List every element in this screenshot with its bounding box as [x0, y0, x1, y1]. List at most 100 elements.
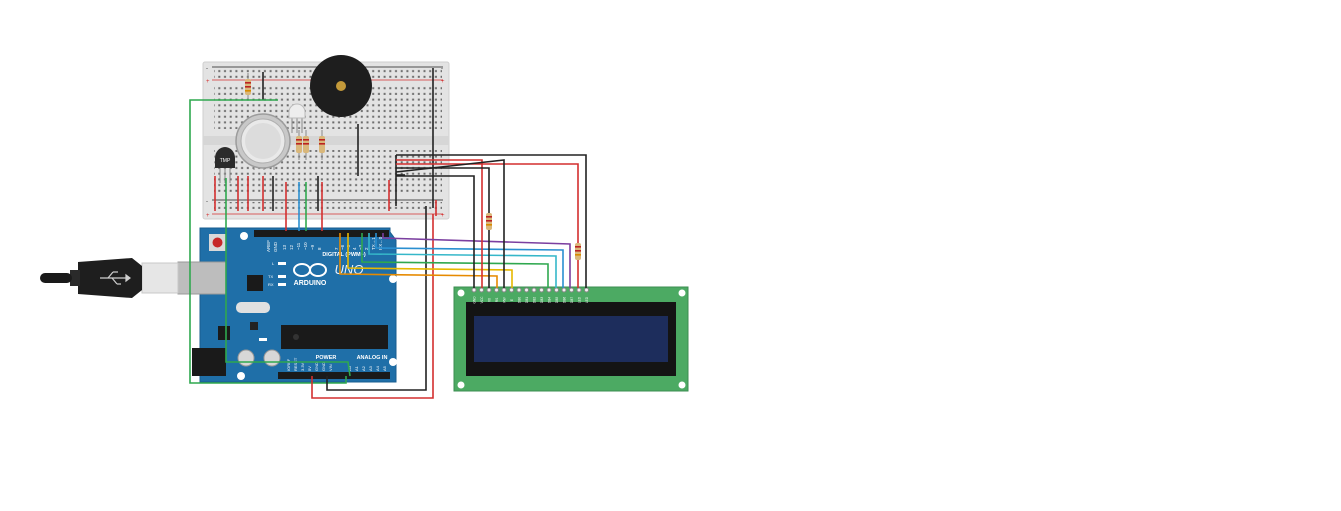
- rail-plus-label-bottom: +: [206, 213, 210, 219]
- pin-13-label: 13: [282, 244, 287, 250]
- usb-symbol-icon: [100, 271, 131, 285]
- led-resistors[interactable]: [296, 130, 325, 160]
- lcd-pin[interactable]: [554, 287, 559, 293]
- lcd-mount-hole: [457, 289, 465, 297]
- usb-port: [177, 261, 227, 295]
- lcd-mount-hole: [457, 381, 465, 389]
- lcd-pin[interactable]: [531, 287, 537, 293]
- piezo-buzzer[interactable]: [310, 55, 372, 117]
- led-l-indicator: [278, 262, 286, 265]
- wire-lcd-gnd: [396, 175, 475, 288]
- lcd-pin[interactable]: [576, 287, 582, 293]
- pin-12-label: 12: [289, 244, 294, 250]
- arduino-uno-board[interactable]: ARDUINO UNO DIGITAL (PWM~) POWER ANALOG …: [177, 227, 397, 383]
- lcd-pin[interactable]: [584, 287, 589, 293]
- pin-6-label: ~6: [340, 244, 345, 250]
- pin-8-label: 8: [317, 247, 322, 250]
- lcd-pin-label: DB5: [555, 297, 559, 303]
- lcd-pin[interactable]: [509, 287, 514, 293]
- lcd-pin[interactable]: [569, 287, 574, 293]
- lcd-pin-label: DB7: [570, 297, 574, 303]
- wire-lcd-db7: [382, 233, 571, 288]
- rail-minus-label: -: [206, 66, 208, 72]
- wire-lcd-rw: [395, 159, 505, 288]
- usb-cable[interactable]: [40, 258, 179, 298]
- pin-a2-label: A2: [361, 365, 366, 371]
- pin-a4-label: A4: [375, 365, 380, 371]
- rail-minus-label-right: -: [441, 66, 443, 72]
- lcd-pin[interactable]: [471, 287, 477, 293]
- pin-1-label: TX→1: [371, 237, 376, 250]
- led-tx-label: TX: [268, 274, 273, 279]
- rail-plus-label: +: [206, 79, 210, 85]
- lcd-pin[interactable]: [524, 287, 529, 293]
- lcd-pin[interactable]: [546, 287, 552, 293]
- digital-header[interactable]: [254, 230, 389, 237]
- lcd-screen: [474, 316, 668, 362]
- lcd-pin-label: LED: [585, 296, 589, 303]
- power-analog-header[interactable]: [278, 372, 390, 379]
- wire-red-5v: [311, 214, 434, 399]
- wire-green-temp: [225, 178, 351, 377]
- lcd-pin-label: DB6: [562, 297, 566, 303]
- top-resistor[interactable]: [245, 73, 251, 100]
- mount-hole: [389, 358, 397, 366]
- rgb-led[interactable]: [288, 103, 306, 133]
- wire-lcd-led-gnd: [396, 154, 587, 288]
- lcd-pin[interactable]: [516, 287, 522, 293]
- led-tx-indicator: [278, 275, 286, 278]
- pin-3-label: ~3: [358, 244, 363, 250]
- pin-gnd-label: GND: [273, 241, 278, 252]
- pin-10-label: ~10: [303, 242, 308, 250]
- lcd-pin-label: E: [510, 299, 514, 301]
- lcd-pin[interactable]: [501, 287, 507, 293]
- pin-gnd1-label: GND: [314, 362, 319, 371]
- lcd-pin[interactable]: [479, 287, 484, 293]
- pin-ioref-label: IOREF: [286, 358, 291, 371]
- analog-in-label: ANALOG IN: [357, 355, 388, 361]
- pin-a1-label: A1: [354, 365, 359, 371]
- reset-button-cap[interactable]: [212, 237, 223, 248]
- usb-chip: [247, 275, 263, 291]
- lcd-pin[interactable]: [494, 287, 499, 293]
- lcd-pin-label: RW: [502, 297, 506, 302]
- pin-a5-label: A5: [382, 365, 387, 371]
- lcd-mount-hole: [678, 289, 686, 297]
- lcd-resistor[interactable]: [486, 213, 492, 230]
- wires: [189, 99, 587, 399]
- pin-33v-label: 3.3V: [300, 362, 305, 371]
- wire-lcd-e: [347, 233, 513, 288]
- led-rx-label: RX: [268, 282, 274, 287]
- wire-green-a0: [189, 99, 347, 384]
- rail-plus-label-bottom-right: +: [441, 213, 445, 219]
- digital-label: DIGITAL (PWM~): [322, 252, 366, 258]
- gas-sensor[interactable]: [235, 113, 291, 170]
- breadboard-jumpers: [214, 68, 437, 216]
- pin-gnd2-label: GND: [321, 362, 326, 371]
- lcd-pin-label: GND: [472, 296, 476, 304]
- led-rx-indicator: [278, 283, 286, 286]
- wire-lcd-db5: [368, 233, 557, 288]
- power-label: POWER: [316, 355, 337, 361]
- temperature-sensor[interactable]: TMP: [215, 147, 235, 183]
- lcd-pin[interactable]: [561, 287, 567, 293]
- wire-black-gnd: [326, 206, 427, 391]
- lcd-pin[interactable]: [539, 287, 544, 293]
- power-jack: [192, 348, 226, 376]
- wire-lcd-rs: [339, 233, 498, 288]
- rail-plus-label-right: +: [441, 79, 445, 85]
- pin-2-label: 2: [364, 247, 369, 250]
- lcd-pin[interactable]: [486, 287, 492, 293]
- tmp-label: TMP: [220, 158, 231, 164]
- pin-reset-label: RESET: [293, 357, 298, 371]
- lcd-pin-label: V0: [487, 298, 491, 302]
- on-led: [259, 338, 267, 341]
- rail-minus-label-bottom: -: [206, 199, 208, 205]
- pin-7-label: 7: [334, 247, 339, 250]
- lcd-pin-label: LED: [577, 296, 581, 303]
- pin-9-label: ~9: [310, 244, 315, 250]
- backlight-resistor[interactable]: [575, 243, 581, 260]
- chip-notch: [293, 334, 299, 340]
